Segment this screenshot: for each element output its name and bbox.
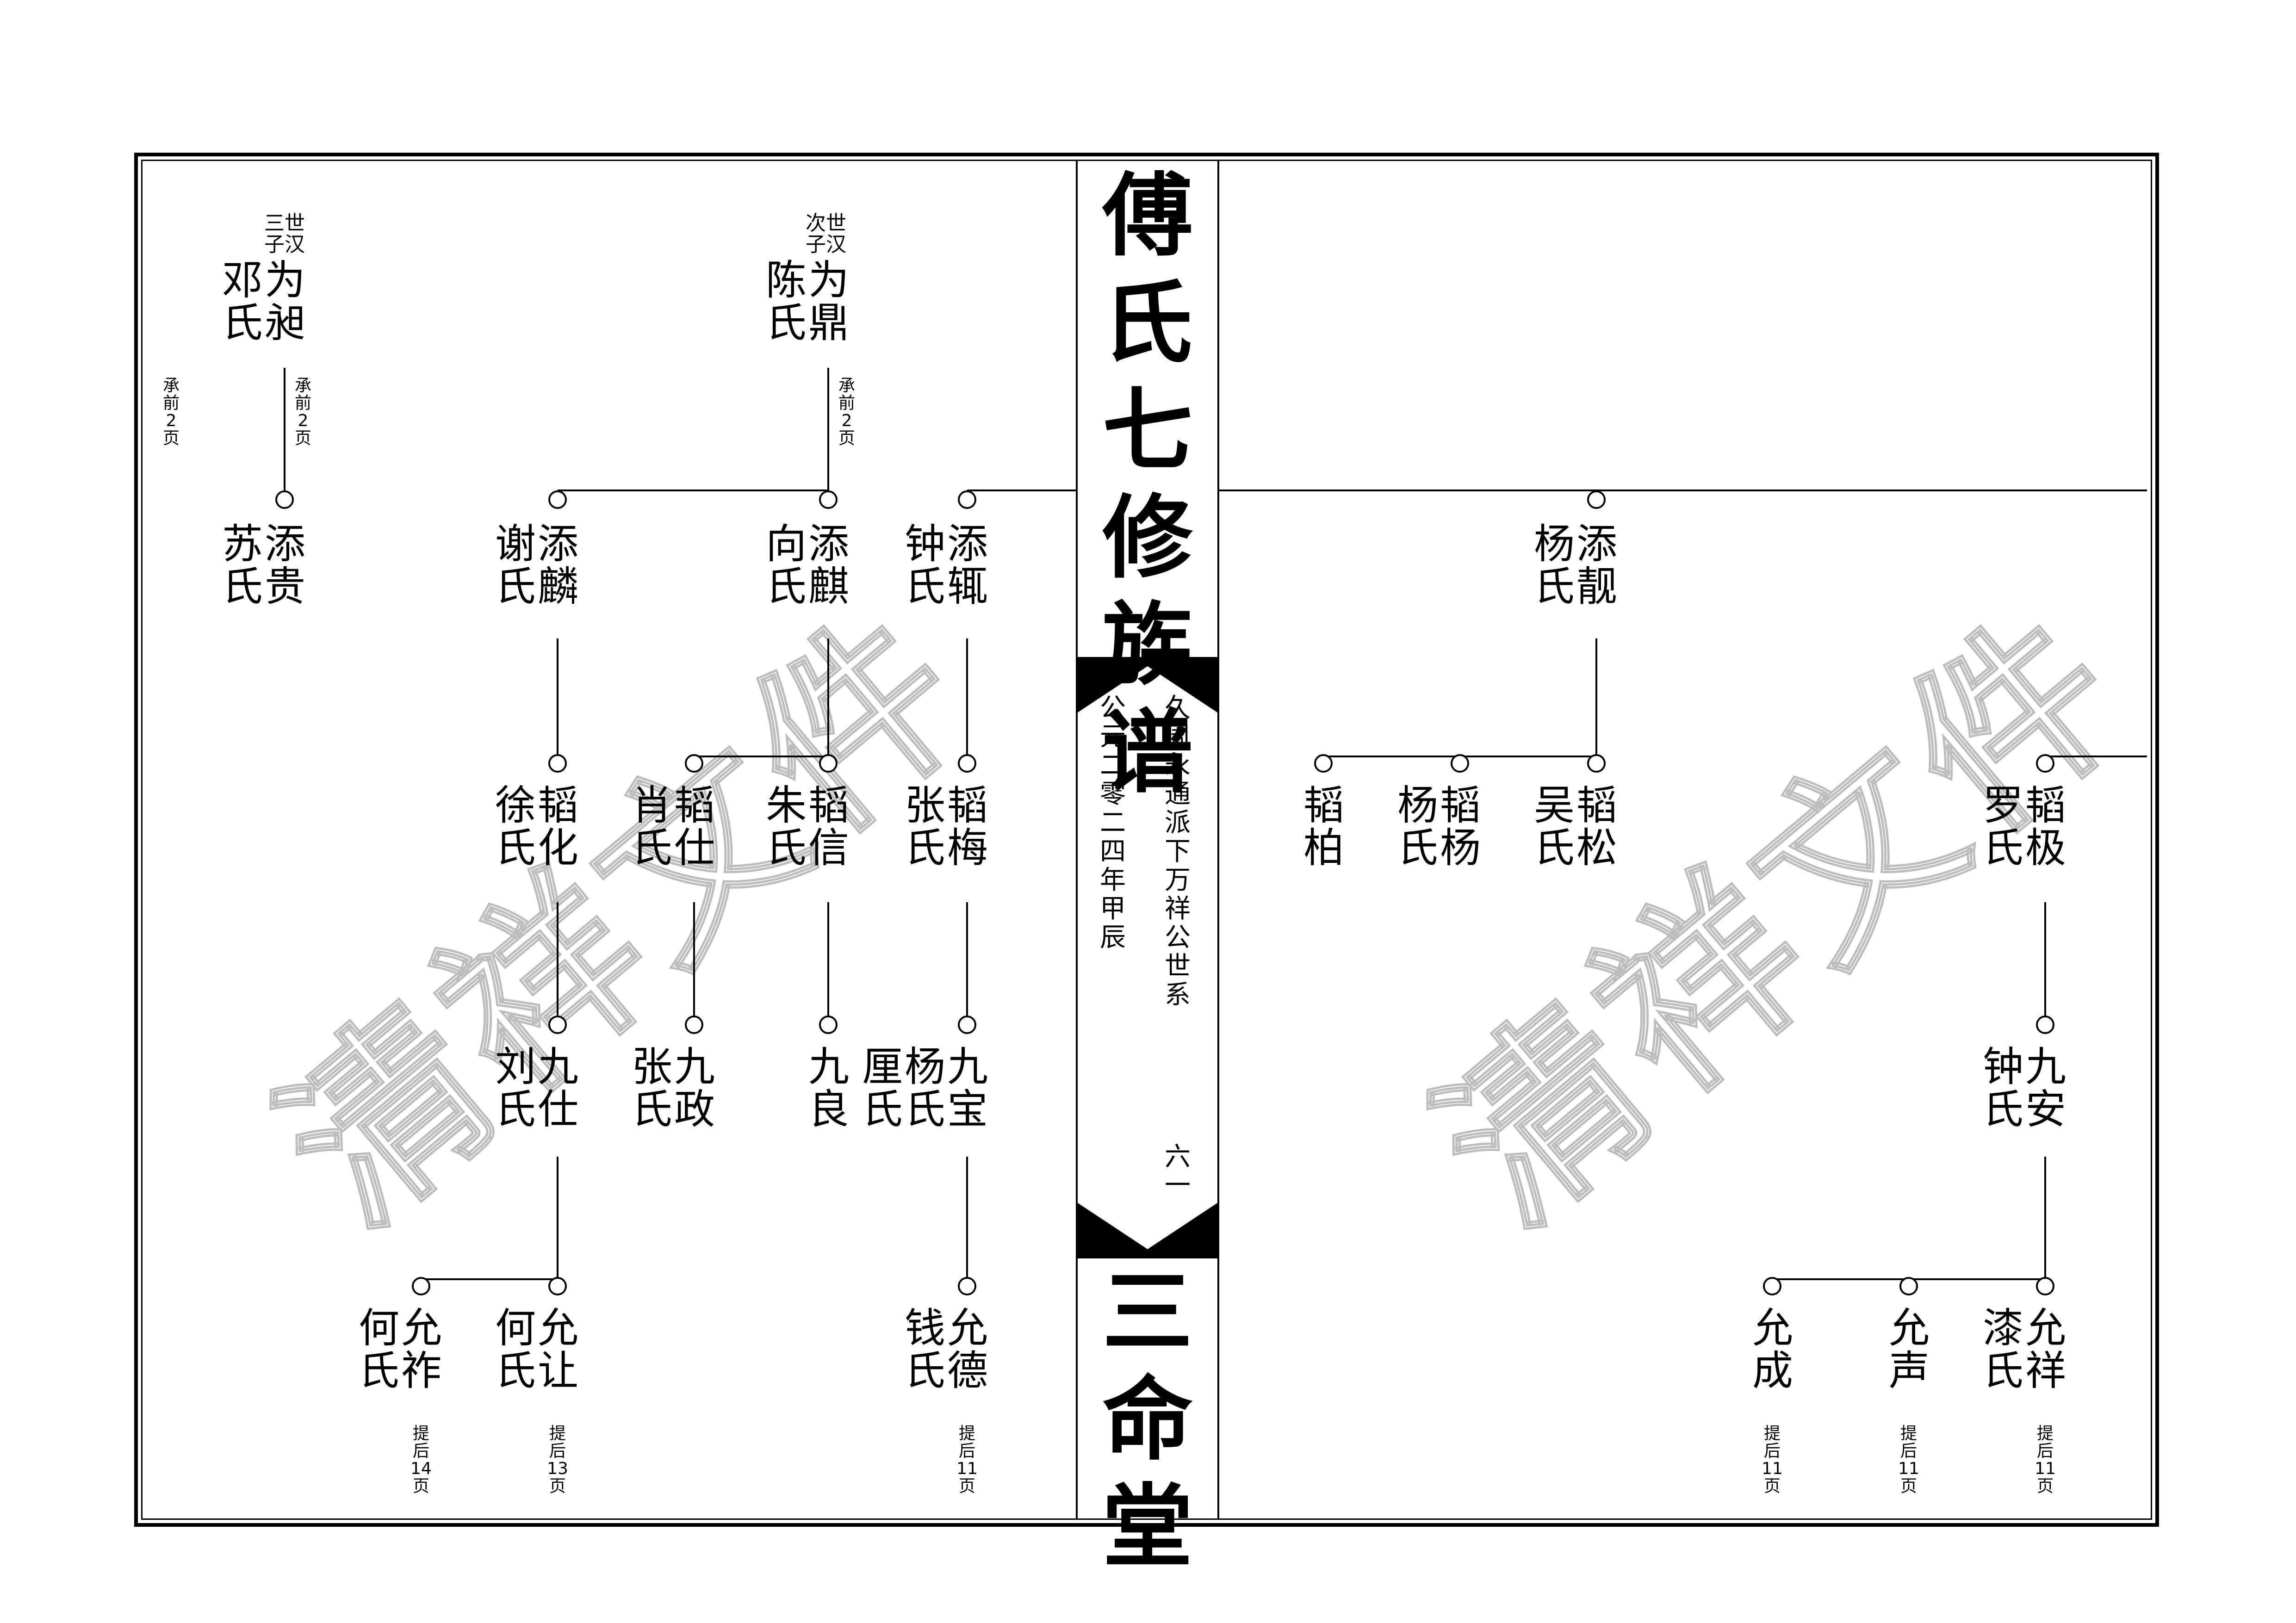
generation-marker-mid: 次世子汉	[806, 211, 846, 256]
spouse-name: 杨氏	[1397, 781, 1438, 872]
given-name: 韬柏	[1303, 781, 1344, 872]
given-name: 九安	[2025, 1043, 2066, 1133]
spouse-name: 杨氏	[904, 1043, 945, 1133]
given-name: 韬梅	[947, 781, 988, 872]
spouse-name: 向氏	[765, 520, 807, 610]
page-border-outer	[134, 153, 2159, 1527]
spouse-name: 邓氏	[222, 256, 263, 347]
spouse-name: 陈氏	[765, 256, 807, 347]
given-name: 韬松	[1576, 781, 1617, 872]
given-name: 允祥	[2025, 1304, 2066, 1394]
spouse-name: 肖氏	[631, 781, 672, 872]
given-name: 添麒	[808, 520, 849, 610]
given-name: 允让	[537, 1304, 578, 1394]
page-border-inner	[141, 160, 2152, 1520]
given-name: 为鼎	[808, 256, 849, 347]
spine-bottom-band	[1078, 1203, 1217, 1258]
given-name: 韬杨	[1440, 781, 1481, 872]
generation-marker-left: 三世子汉	[264, 211, 305, 256]
spine-top-band	[1078, 657, 1217, 712]
given-name: 添辄	[947, 520, 988, 610]
given-name: 允声	[1888, 1304, 1930, 1394]
given-name: 允祚	[401, 1304, 442, 1394]
spouse-name: 刘氏	[495, 1043, 536, 1133]
spouse-name: 张氏	[904, 781, 945, 872]
spine-title: 傅氏七修族谱	[1102, 162, 1193, 805]
spouse-name: 谢氏	[495, 520, 536, 610]
spouse-name: 钟氏	[1982, 1043, 2023, 1133]
spouse-name: 钟氏	[904, 520, 945, 610]
given-name: 韬化	[537, 781, 578, 872]
given-name: 允德	[947, 1304, 988, 1394]
spine-page-number: 六一	[1165, 1142, 1191, 1201]
spine-lineage: 久周永通派下万祥公世系	[1165, 693, 1191, 1010]
spouse-name: 钱氏	[904, 1304, 945, 1394]
book-spine	[1076, 160, 1219, 1520]
given-name: 九良	[808, 1043, 849, 1133]
given-name: 允成	[1752, 1304, 1793, 1394]
given-name: 添靓	[1576, 520, 1617, 610]
spouse-name: 吴氏	[1533, 781, 1575, 872]
spouse-name: 何氏	[495, 1304, 536, 1394]
given-name: 韬极	[2025, 781, 2066, 872]
spouse-name-2: 厘氏	[862, 1043, 903, 1133]
given-name: 添贵	[264, 520, 305, 610]
spouse-name: 罗氏	[1982, 781, 2023, 872]
given-name: 韬仕	[674, 781, 715, 872]
given-name: 为昶	[264, 256, 305, 347]
spouse-name: 杨氏	[1533, 520, 1575, 610]
given-name: 添麟	[537, 520, 578, 610]
spine-hall-name: 三命堂	[1102, 1259, 1193, 1580]
given-name: 韬信	[808, 781, 849, 872]
spine-date: 公元二零二四年甲辰	[1100, 693, 1126, 953]
given-name: 九政	[674, 1043, 715, 1133]
spouse-name: 朱氏	[765, 781, 807, 872]
given-name: 九仕	[537, 1043, 578, 1133]
given-name: 九宝	[947, 1043, 988, 1133]
spouse-name: 漆氏	[1982, 1304, 2023, 1394]
spouse-name: 苏氏	[222, 520, 263, 610]
spouse-name: 何氏	[358, 1304, 399, 1394]
spouse-name: 徐氏	[495, 781, 536, 872]
spouse-name: 张氏	[631, 1043, 672, 1133]
